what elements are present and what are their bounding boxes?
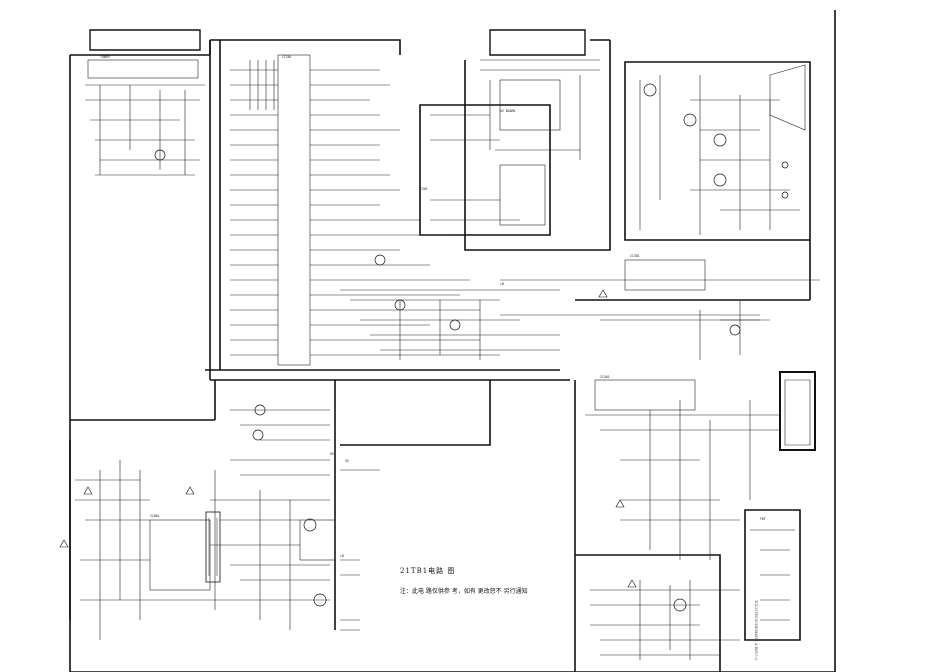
svg-text:+B: +B (340, 554, 344, 558)
svg-text:FBT: FBT (760, 517, 766, 521)
disclaimer-note: 注：此电 路仅供参 考，如有 更改恕不 另行通知 (400, 588, 528, 595)
svg-text:IC301: IC301 (630, 254, 640, 258)
svg-text:8V: 8V (330, 452, 334, 456)
svg-text:IC801: IC801 (150, 514, 160, 518)
diagram-title: 21TB1电路 图 (400, 567, 456, 575)
svg-text:AV BOARD: AV BOARD (500, 109, 515, 113)
small-labels: TUNER IC201 AV BOARD IC301 IC401 IC801 F… (100, 55, 766, 558)
components (59, 83, 789, 612)
revision-label: TCL21TB1SCHEMATIC A REV.1.0 (754, 600, 758, 661)
svg-text:IC201: IC201 (282, 55, 292, 59)
wiring (69, 10, 836, 672)
svg-text:C301: C301 (420, 187, 428, 191)
svg-text:TUNER: TUNER (100, 55, 110, 59)
svg-text:+B: +B (500, 282, 504, 286)
svg-text:IC401: IC401 (600, 375, 610, 379)
svg-text:5V: 5V (345, 459, 349, 463)
fine-wiring (75, 54, 820, 660)
